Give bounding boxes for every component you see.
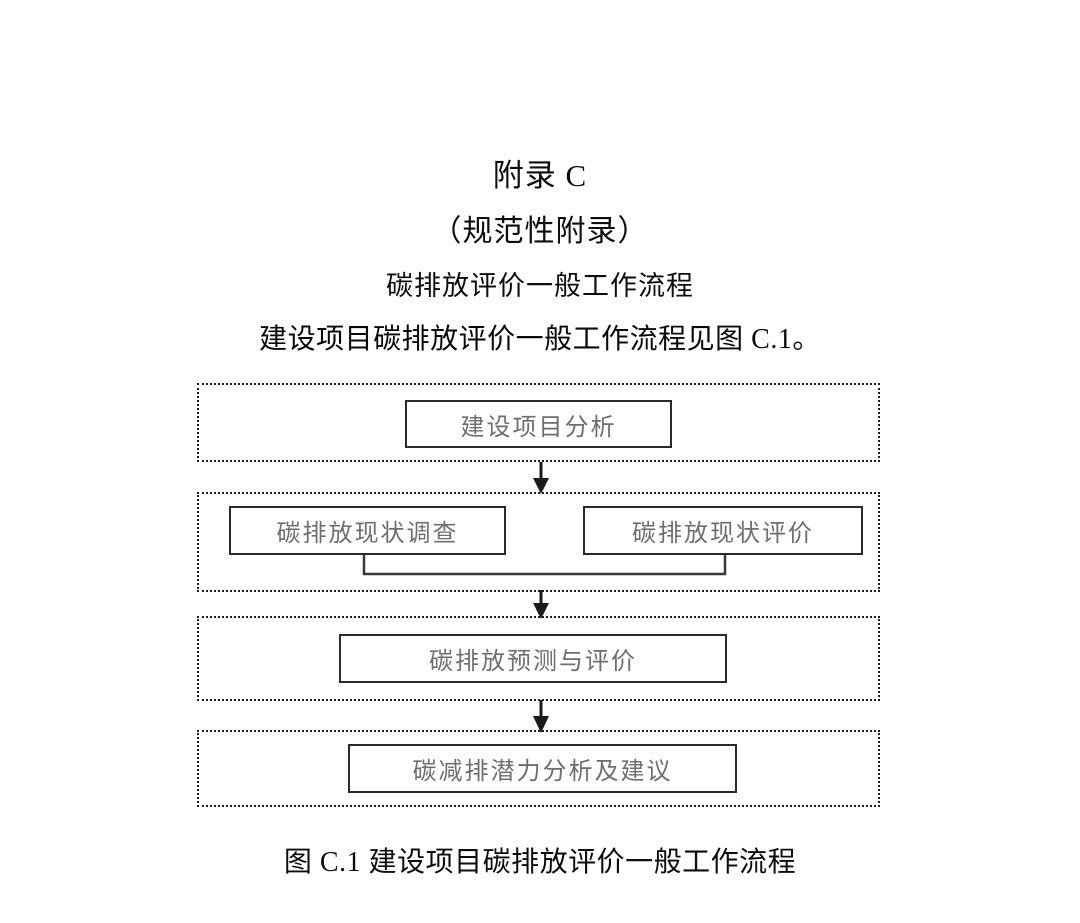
flowchart-node-carbon-emission-prediction-and-evaluation: 碳排放预测与评价 <box>339 634 727 683</box>
intro-paragraph: 建设项目碳排放评价一般工作流程见图 C.1。 <box>259 324 821 355</box>
figure-caption: 图 C.1 建设项目碳排放评价一般工作流程 <box>283 847 797 878</box>
connector-arrow-stage3-stage4 <box>533 700 549 733</box>
flowchart-node-carbon-emission-status-survey: 碳排放现状调查 <box>229 506 506 555</box>
appendix-heading-block: 附录 C （规范性附录） 碳排放评价一般工作流程 建设项目碳排放评价一般工作流程… <box>0 160 1080 354</box>
appendix-subtitle: （规范性附录） <box>431 215 649 248</box>
appendix-section-title: 碳排放评价一般工作流程 <box>386 271 694 301</box>
connector-arrow-stage1-stage2 <box>533 462 549 494</box>
flowchart-node-carbon-reduction-potential-analysis-and-suggestions: 碳减排潜力分析及建议 <box>348 744 737 793</box>
flowchart-node-construction-project-analysis: 建设项目分析 <box>405 400 672 448</box>
flowchart-node-carbon-emission-status-evaluation: 碳排放现状评价 <box>583 506 863 555</box>
appendix-title: 附录 C <box>492 158 588 193</box>
flowchart-stage-1 <box>197 383 880 462</box>
connector-arrow-stage2-stage3 <box>533 590 549 619</box>
